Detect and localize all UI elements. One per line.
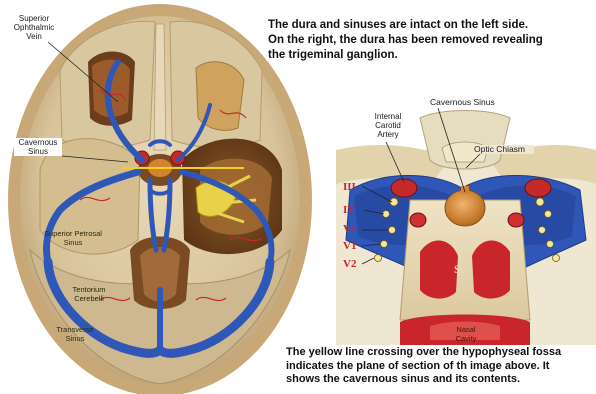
coronal-section-illustration [336,108,596,345]
label-sphenoid-sinus: S [454,262,461,277]
sphenoid-sinus-left [420,240,458,298]
intro-paragraph: The dura and sinuses are intact on the l… [268,18,588,63]
label-line: Sinus [50,335,100,344]
caption-line-1: The yellow line crossing over the hypoph… [286,346,592,360]
label-line: Internal [366,112,410,121]
label-line: Carotid [366,121,410,130]
label-line: Vein [4,32,64,41]
label-line: Cavernous [14,138,62,147]
label-cavernous-sinus-title: Cavernous Sinus [430,98,510,107]
label-line: Superior [4,14,64,23]
caption-paragraph: The yellow line crossing over the hypoph… [286,346,592,387]
label-internal-carotid-artery: Internal Carotid Artery [366,112,410,139]
label-nerve-III: III [343,181,356,193]
intro-line-2: On the right, the dura has been removed … [268,33,588,48]
label-line: Cerebelli [64,295,114,304]
label-line: Ophthalmic [4,23,64,32]
label-nerve-VI: VI [343,223,355,235]
label-nasal-cavity: Nasal Cavity [446,326,486,343]
label-line: Sinus [38,239,108,248]
intro-line-3: the trigeminal ganglion. [268,48,588,63]
label-nerve-V2: V2 [343,258,356,270]
label-line: Sinus [14,147,62,156]
label-optic-chiasm: Optic Chiasm [474,145,534,154]
label-nerve-IV: IV [343,204,355,216]
intro-line-1: The dura and sinuses are intact on the l… [268,18,588,33]
internal-carotid-right [525,179,551,197]
label-line: Artery [366,130,410,139]
caption-line-3: shows the cavernous sinus and its conten… [286,373,592,387]
label-cavernous-sinus: Cavernous Sinus [14,138,62,156]
label-nerve-V1: V1 [343,240,356,252]
caption-line-2: indicates the plane of section of th ima… [286,360,592,374]
sphenoid-sinus-right [472,240,510,298]
label-superior-petrosal-sinus: Superior Petrosal Sinus [38,230,108,247]
label-transverse-sinus: Transverse Sinus [50,326,100,343]
label-superior-ophthalmic-vein: Superior Ophthalmic Vein [4,14,64,41]
label-tentorium-cerebelli: Tentorium Cerebelli [64,286,114,303]
label-line: Cavity [446,335,486,344]
pituitary-gland [445,190,485,226]
